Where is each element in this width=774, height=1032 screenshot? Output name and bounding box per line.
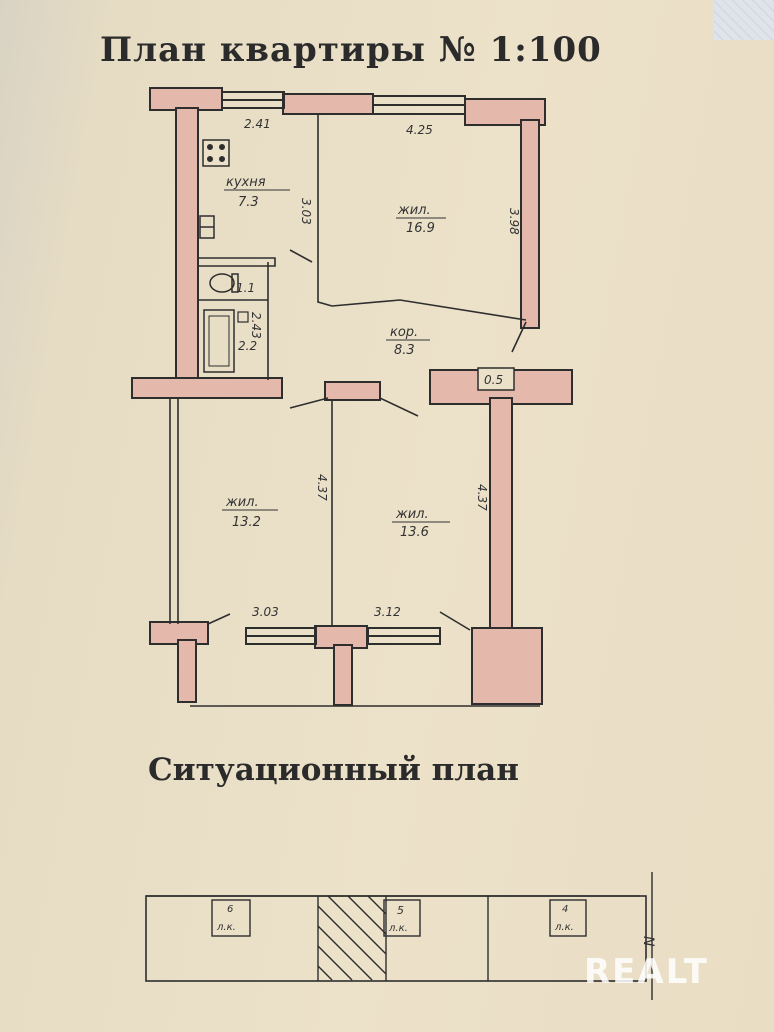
partition-living-corridor bbox=[331, 299, 527, 321]
partitions bbox=[169, 114, 540, 707]
wall-left-upper bbox=[175, 107, 199, 397]
dimension-3-03-bottom: 3.03 bbox=[252, 605, 279, 619]
lot-6-tag: л.к. bbox=[216, 922, 236, 933]
closet-box bbox=[477, 367, 515, 391]
site-plan: 6 л.к. 5 л.к. 4 л.к. N bbox=[145, 872, 656, 1000]
lot-4-number: 4 bbox=[562, 904, 568, 915]
door-swing-balcony-left bbox=[207, 613, 231, 625]
door-swing-balcony bbox=[439, 611, 471, 631]
bath-area: 2.2 bbox=[238, 339, 257, 353]
closet-area: 0.5 bbox=[484, 373, 503, 387]
watermark-logo: REALT bbox=[584, 952, 709, 992]
site-plan-border bbox=[145, 895, 647, 982]
door-swing-living bbox=[511, 321, 527, 353]
toilet-icon bbox=[209, 273, 239, 293]
bathtub-icon bbox=[203, 309, 249, 373]
corridor-area: 8.3 bbox=[394, 343, 415, 358]
partition-kitchen-bath bbox=[198, 257, 276, 267]
wall-middle-center bbox=[324, 381, 381, 401]
living2-area: 13.2 bbox=[232, 515, 261, 530]
lot-4-box bbox=[549, 899, 587, 937]
wall-right-lower bbox=[489, 397, 513, 629]
page-title: План квартиры № 1:100 bbox=[100, 30, 602, 70]
kitchen-label: кухня bbox=[226, 175, 266, 190]
lot-5-box bbox=[383, 899, 421, 937]
hatched-apartment bbox=[317, 895, 387, 981]
north-label: N bbox=[640, 936, 656, 947]
pier-bottom-left bbox=[177, 639, 197, 703]
corridor-label: кор. bbox=[390, 325, 418, 340]
living1-label: жил. bbox=[397, 203, 431, 218]
dimension-4-37-right: 4.37 bbox=[475, 484, 489, 511]
site-plan-title: Ситуационный план bbox=[148, 752, 519, 788]
wall-bottom-right bbox=[471, 627, 543, 705]
dimension-3-03-top: 3.03 bbox=[299, 198, 313, 225]
dimension-2-41: 2.41 bbox=[244, 117, 271, 131]
windows bbox=[221, 91, 466, 645]
toilet-area: 1.1 bbox=[236, 281, 255, 295]
door-swing-1 bbox=[289, 397, 329, 409]
background-tile bbox=[714, 0, 774, 40]
living1-area: 16.9 bbox=[406, 221, 435, 236]
dimension-3-98: 3.98 bbox=[507, 208, 521, 235]
partition-kitchen-living bbox=[317, 114, 333, 307]
wall-right-upper bbox=[520, 119, 540, 329]
dimension-4-37-left: 4.37 bbox=[315, 474, 329, 501]
dimension-3-12: 3.12 bbox=[374, 605, 401, 619]
dimension-2-43: 2.43 bbox=[249, 312, 263, 339]
lot-6-box bbox=[211, 899, 251, 937]
living3-area: 13.6 bbox=[400, 525, 429, 540]
living3-label: жил. bbox=[395, 507, 429, 522]
pier-bottom-center bbox=[333, 644, 353, 706]
living2-label: жил. bbox=[225, 495, 259, 510]
kitchen-area: 7.3 bbox=[238, 195, 259, 210]
lot-4-tag: л.к. bbox=[554, 922, 574, 933]
wall-middle-left bbox=[131, 377, 283, 399]
door-swing-kitchen bbox=[289, 249, 313, 263]
lot-6-number: 6 bbox=[227, 904, 233, 915]
wall-top-left bbox=[149, 87, 223, 111]
dimension-4-25: 4.25 bbox=[406, 123, 433, 137]
door-swing-2 bbox=[379, 397, 419, 417]
lot-5-tag: л.к. bbox=[388, 923, 408, 934]
sink-icon bbox=[199, 215, 215, 239]
wall-top-middle bbox=[282, 93, 374, 115]
lot-5-number: 5 bbox=[397, 904, 404, 917]
walls bbox=[131, 87, 573, 706]
stove-icon bbox=[202, 139, 230, 167]
